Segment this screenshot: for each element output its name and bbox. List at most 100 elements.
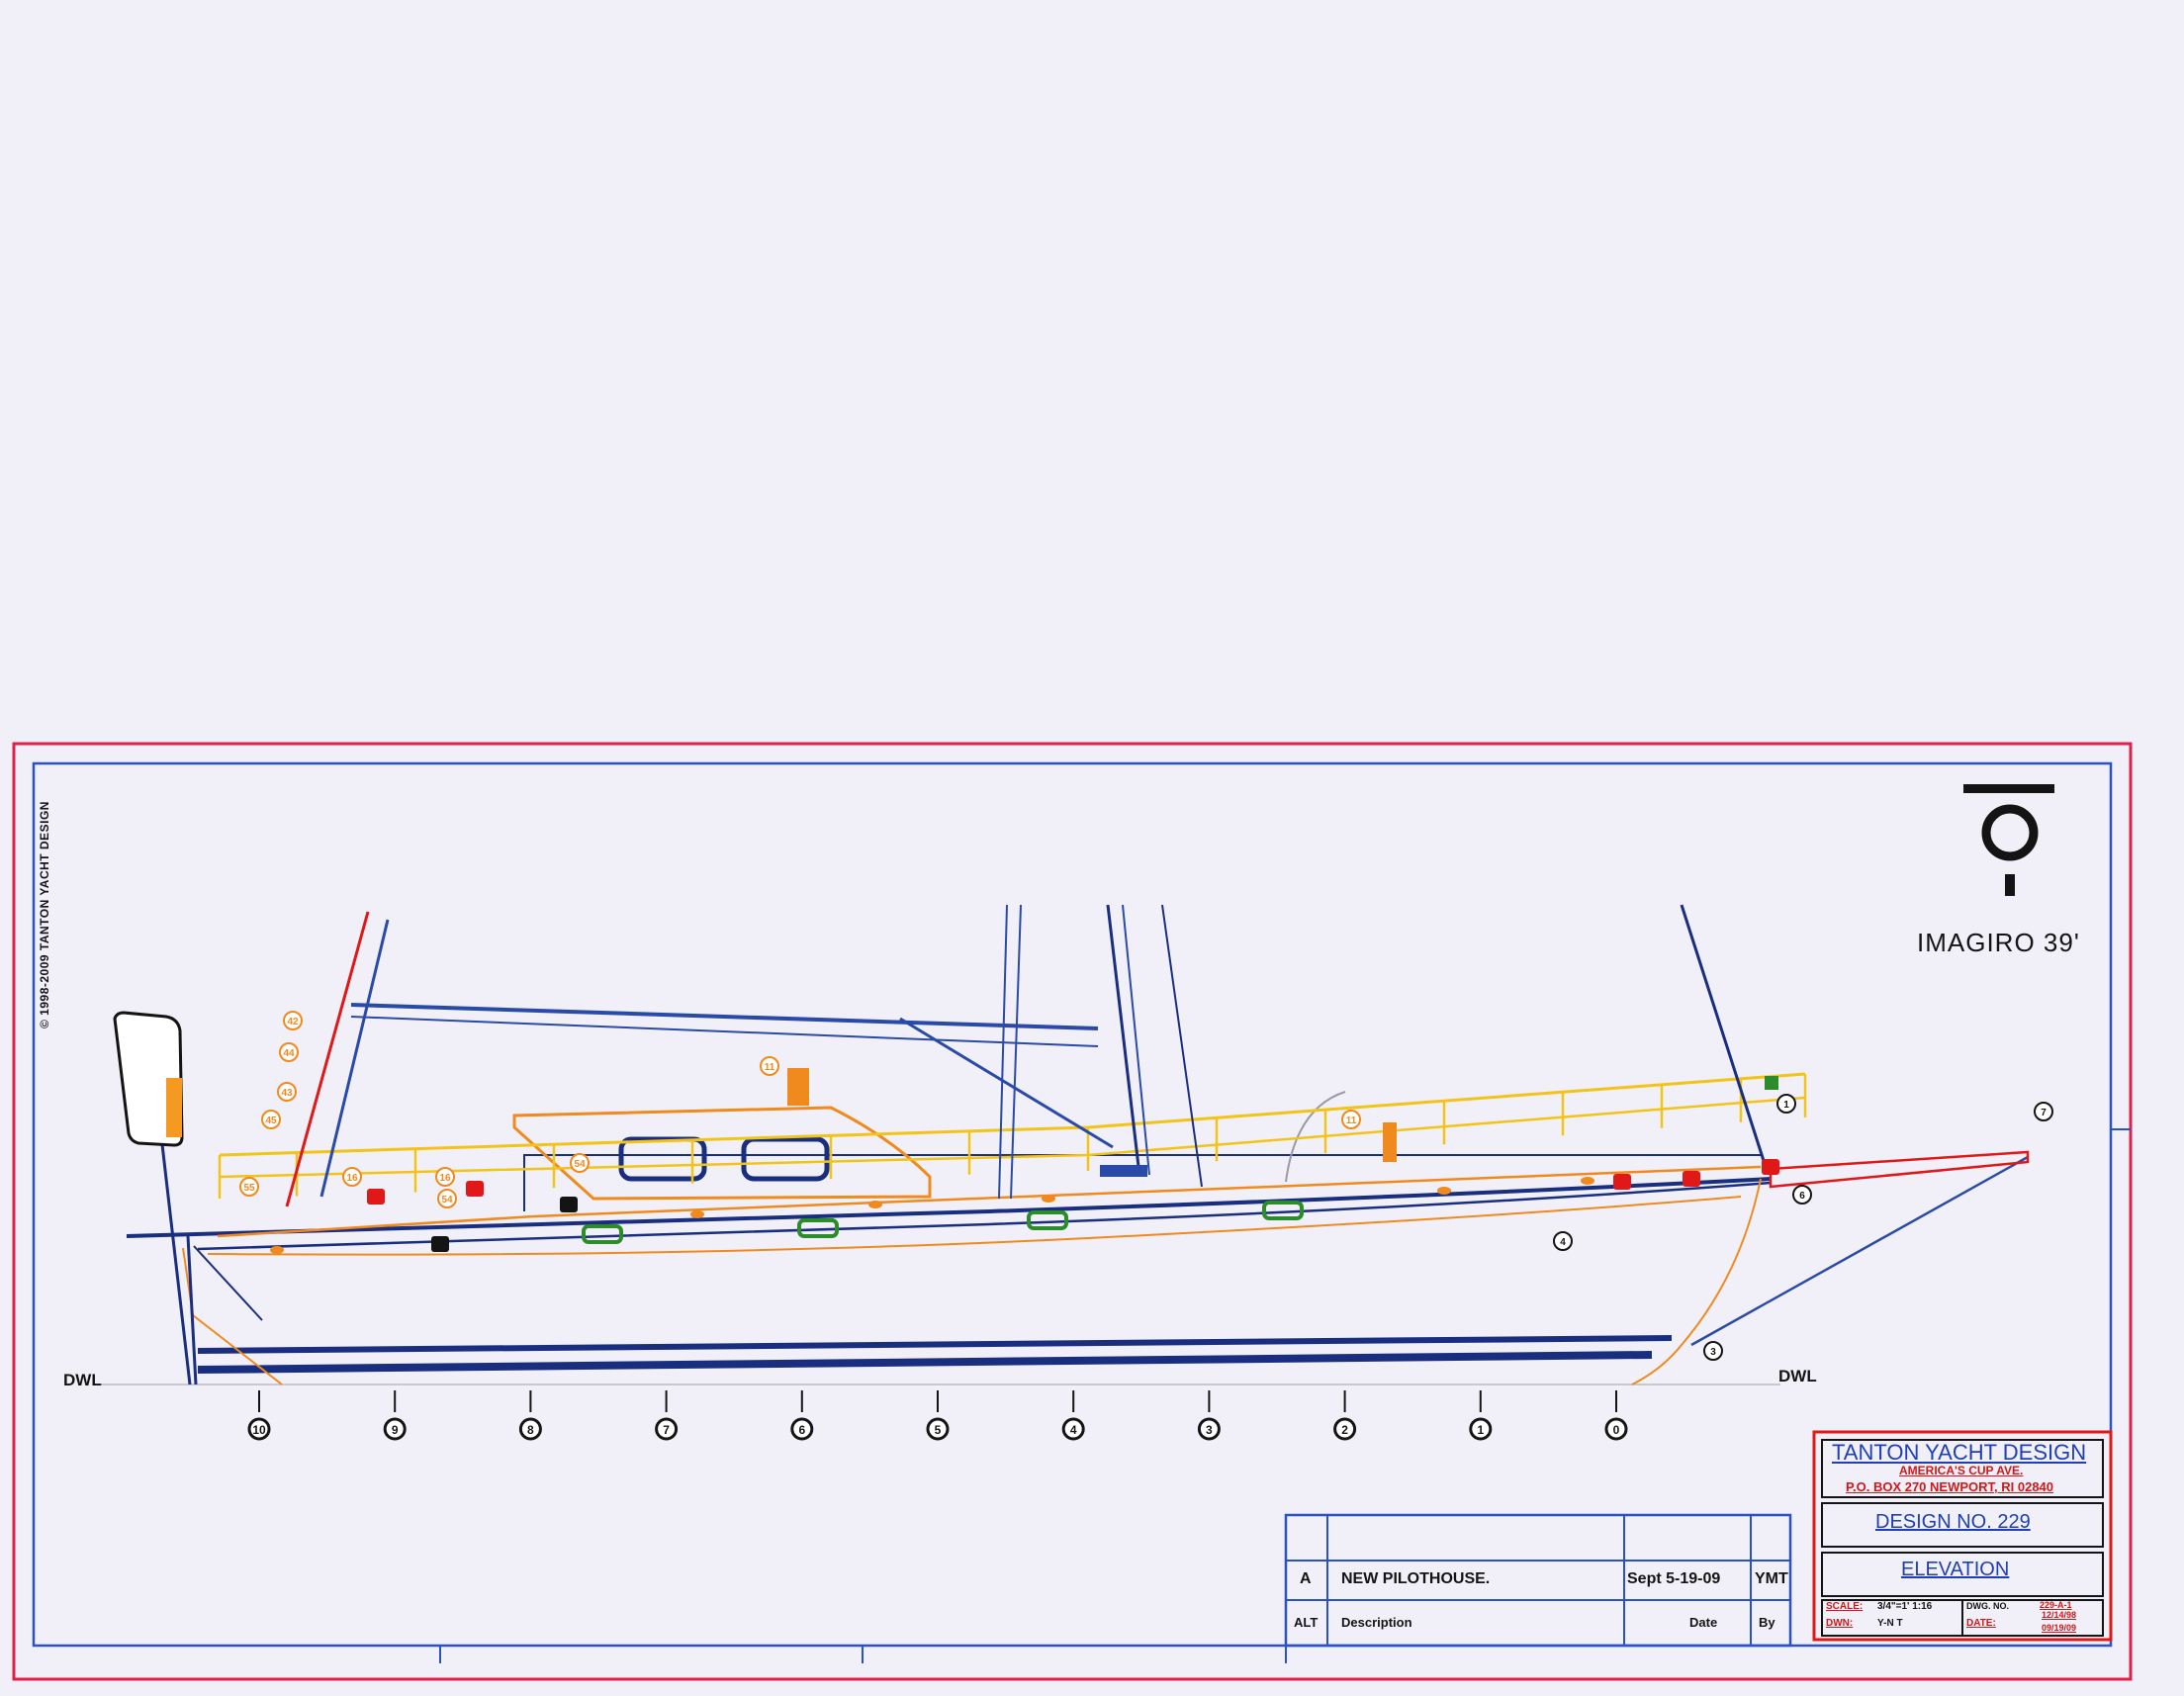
deck-fitting [367, 1189, 385, 1205]
model-name: IMAGIRO 39' [1917, 928, 2080, 957]
callout-label: 3 [1710, 1347, 1716, 1358]
boom [350, 1003, 1099, 1030]
station-label: 7 [663, 1423, 670, 1437]
station-label: 2 [1341, 1423, 1348, 1437]
drawn-label: DWN: [1826, 1618, 1854, 1629]
station-mark: 8 [518, 1390, 542, 1441]
station-mark: 1 [1469, 1390, 1493, 1441]
transom [182, 1247, 283, 1385]
callout-bubble: 16 [342, 1167, 362, 1187]
callout-label: 11 [1346, 1116, 1357, 1126]
deck-fitting [1762, 1159, 1779, 1175]
date-value-1: 12/14/98 [2042, 1610, 2077, 1620]
callout-label: 42 [287, 1017, 299, 1027]
callout-bubble: 11 [1341, 1110, 1361, 1129]
callout-label: 54 [574, 1159, 586, 1170]
deck-light [270, 1246, 284, 1254]
outer-border [12, 742, 2133, 1681]
callout-label: 54 [441, 1195, 453, 1205]
station-mark: 0 [1604, 1390, 1628, 1441]
station-mark: 6 [790, 1390, 814, 1441]
station-label: 5 [935, 1423, 942, 1437]
firm-address: P.O. BOX 270 NEWPORT, RI 02840 [1846, 1479, 2054, 1494]
title-drawing-box [1821, 1552, 2104, 1597]
station-label: 9 [392, 1423, 399, 1437]
callout-label: 43 [281, 1088, 293, 1099]
cowl-vent [787, 1068, 809, 1106]
callout-bubble: 55 [239, 1177, 259, 1197]
shroud-aft-2 [1010, 904, 1022, 1200]
shroud-aft [998, 904, 1008, 1200]
callout-bubble: 42 [283, 1011, 303, 1030]
copyright-notice: © 1998-2009 TANTON YACHT DESIGN [38, 801, 51, 1028]
deck-light [868, 1201, 882, 1208]
revision-description: NEW PILOTHOUSE. [1341, 1570, 1491, 1587]
boom-vang [899, 1017, 1114, 1149]
stern-pole [158, 1126, 192, 1385]
callout-bubble: 11 [760, 1056, 779, 1076]
backstay-red [285, 911, 370, 1207]
callout-label: 1 [1783, 1100, 1789, 1111]
callout-label: 6 [1799, 1191, 1805, 1202]
callout-bubble: 1 [1776, 1094, 1796, 1114]
dwg-label: DWG. NO. [1966, 1601, 2009, 1611]
pilothouse [512, 1106, 932, 1201]
callout-bubble: 54 [437, 1189, 457, 1208]
wind-vane-tail [166, 1078, 182, 1137]
transom-outline [186, 1235, 198, 1385]
swim-ladder [193, 1245, 263, 1321]
callout-bubble: 6 [1792, 1185, 1812, 1205]
portlight [1262, 1201, 1304, 1220]
deck-fitting [560, 1197, 578, 1212]
deck-fitting [1613, 1174, 1631, 1190]
deck-fitting [1683, 1171, 1700, 1187]
callout-bubble: 43 [277, 1082, 297, 1102]
callout-bubble: 44 [279, 1042, 299, 1062]
title-design-box [1821, 1502, 2104, 1548]
title-firm-box [1821, 1439, 2104, 1498]
drawing-title: ELEVATION [1901, 1559, 2010, 1580]
callout-bubble: 16 [435, 1167, 455, 1187]
bobstay [1690, 1155, 2029, 1347]
date-label: DATE: [1966, 1618, 1996, 1629]
callout-label: 7 [2041, 1108, 2047, 1118]
callout-bubble: 45 [261, 1110, 281, 1129]
firm-street: AMERICA'S CUP AVE. [1899, 1464, 2024, 1477]
revision-by: YMT [1755, 1570, 1788, 1587]
radar-mount [1383, 1122, 1397, 1162]
revision-alt: A [1300, 1570, 1312, 1587]
mizzen-mast [1106, 904, 1141, 1176]
revision-header-by: By [1759, 1615, 1775, 1630]
hull-underline [207, 1196, 1742, 1256]
callout-label: 55 [243, 1183, 255, 1194]
station-label: 4 [1070, 1423, 1077, 1437]
revision-header-date: Date [1689, 1615, 1718, 1630]
forestay [1161, 904, 1203, 1188]
callout-label: 45 [265, 1116, 277, 1126]
station-label: 0 [1613, 1423, 1620, 1437]
inner-border [32, 761, 2113, 1648]
scale-label: SCALE: [1826, 1601, 1864, 1612]
station-label: 1 [1477, 1423, 1484, 1437]
drawn-value: Y-N T [1877, 1618, 1903, 1629]
deck-fitting [431, 1236, 449, 1252]
stanchions [218, 1073, 1807, 1199]
firm-name: TANTON YACHT DESIGN [1832, 1440, 2087, 1465]
deck-fitting [466, 1181, 484, 1197]
station-label: 10 [252, 1423, 266, 1437]
tanton-logo [1963, 784, 2054, 896]
boom-lower [350, 1016, 1099, 1047]
title-block [1812, 1430, 2113, 1642]
scale-value: 3/4"=1' 1:16 [1877, 1601, 1933, 1612]
deck-light [1581, 1177, 1594, 1185]
date-value-2: 09/19/09 [2042, 1623, 2077, 1633]
station-mark: 4 [1061, 1390, 1085, 1441]
station-label: 6 [798, 1423, 805, 1437]
callout-label: 16 [346, 1173, 358, 1184]
hull-rubrail [197, 1181, 1772, 1251]
hull-bow-profile [1631, 1178, 1762, 1385]
deck-light [1042, 1195, 1055, 1203]
callout-label: 44 [283, 1048, 295, 1059]
callout-bubble: 7 [2034, 1102, 2053, 1121]
